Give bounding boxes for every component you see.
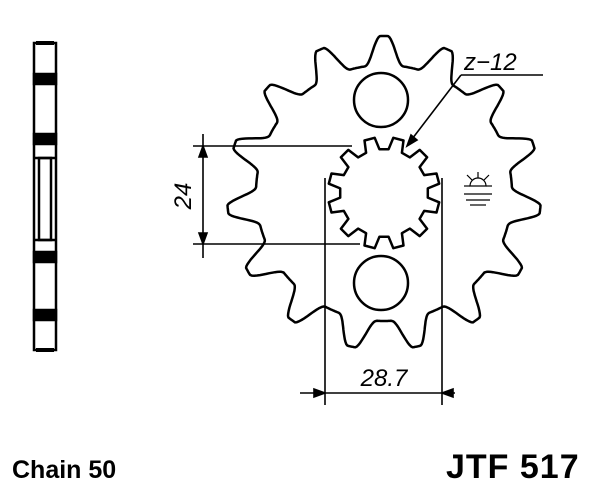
front-view [226, 34, 542, 349]
tooth-count-leader-line [408, 74, 462, 144]
tooth-count-leader-arrow [405, 133, 419, 148]
side-view-bore [37, 156, 53, 242]
sprocket-drawing: 24 28.7 z−12 [32, 34, 543, 405]
side-view-mark-1 [32, 72, 58, 86]
height-arrow-top [197, 143, 209, 158]
side-view-outline [32, 41, 58, 352]
spline-bore-profile [327, 136, 441, 250]
lightening-hole-top [352, 71, 410, 129]
side-view [32, 41, 58, 352]
tooth-count-leader [405, 74, 543, 148]
height-arrow-bottom [197, 232, 209, 247]
side-view-mark-3 [32, 250, 58, 264]
side-view-mark-2 [32, 132, 58, 146]
height-dimension [193, 134, 360, 258]
chain-label: Chain 50 [12, 456, 117, 484]
sun-marking-icon [464, 172, 492, 206]
width-arrow-right [439, 387, 454, 399]
lightening-hole-bottom [352, 254, 410, 312]
width-dimension [300, 178, 455, 405]
tooth-count-label: z−12 [463, 49, 517, 76]
side-view-mark-4 [32, 308, 58, 322]
height-dimension-label: 24 [170, 183, 197, 211]
part-number-label: JTF 517 [446, 448, 580, 486]
width-dimension-label: 28.7 [360, 365, 409, 392]
width-arrow-left [313, 387, 328, 399]
